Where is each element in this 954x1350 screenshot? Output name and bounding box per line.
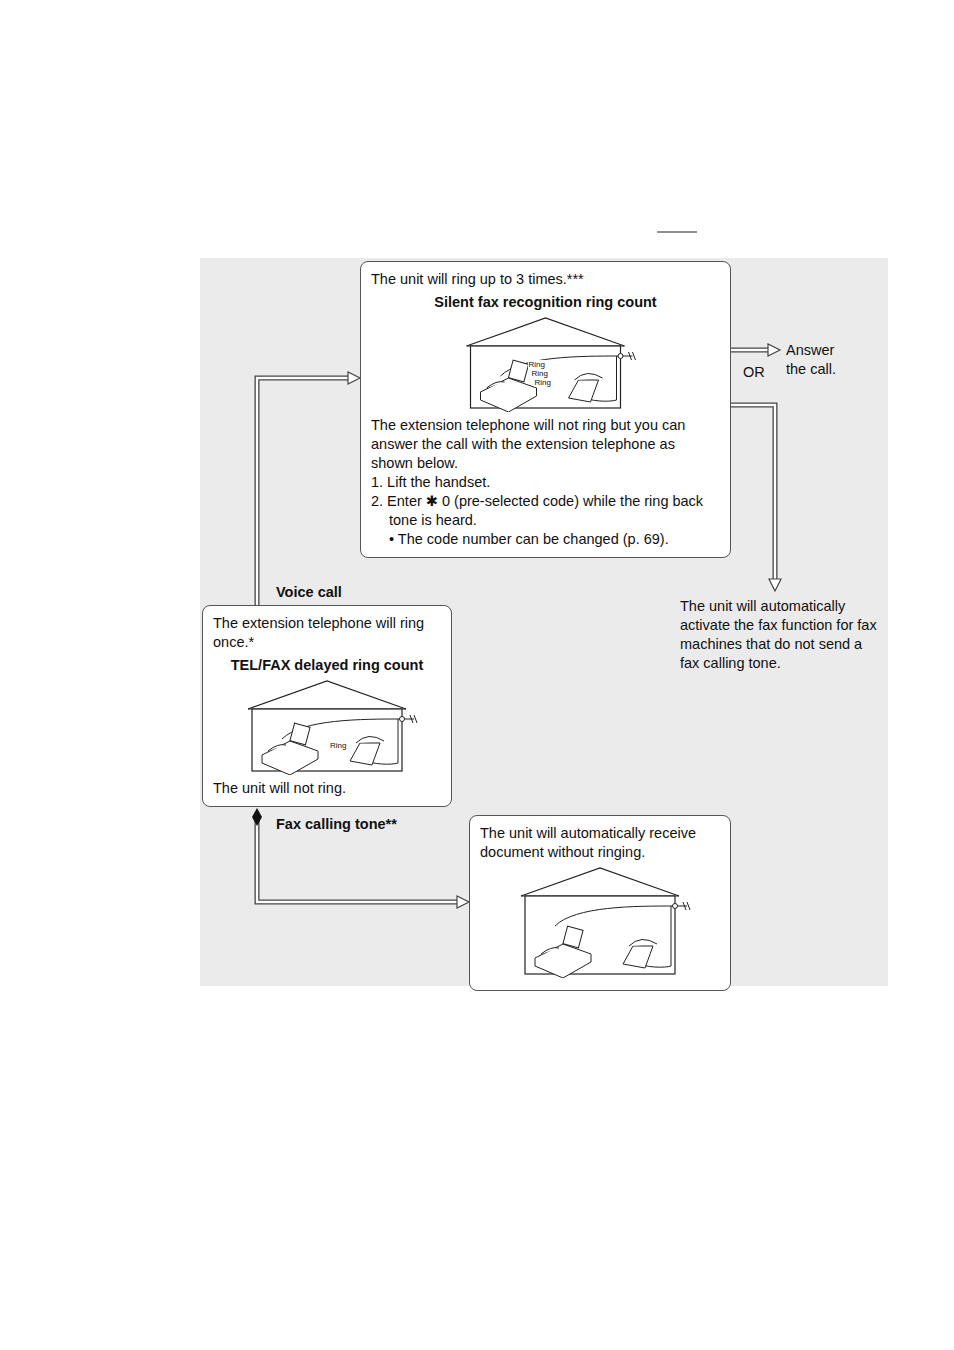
edge-label: Fax calling tone** (274, 815, 399, 833)
wall-jack (618, 354, 623, 359)
flow-arrow (252, 808, 469, 908)
arrow-outline (257, 378, 348, 605)
flow-arrow (731, 344, 780, 356)
ring-sound: Ring (531, 369, 549, 378)
extension-telephone (623, 939, 657, 968)
arrow-head (457, 896, 469, 908)
ring-sound: Ring (534, 378, 552, 387)
house-roof (521, 868, 679, 896)
box-text: The extension telephone will not ring bu… (371, 416, 720, 473)
ring-sound: Ring (528, 360, 546, 369)
house-roof (248, 681, 406, 709)
arrow-core (257, 378, 348, 605)
box-text: 1. Lift the handset. (371, 473, 720, 492)
box-heading: Silent fax recognition ring count (371, 293, 720, 312)
house-illustration: RingRingRing (371, 316, 720, 412)
ring-sound: Ring (329, 741, 347, 750)
rule-mark (657, 231, 697, 232)
house-roof (467, 318, 625, 346)
box-text: The unit will not ring. (213, 779, 441, 798)
house-illustration: Ring (213, 679, 441, 775)
fax-machine (262, 723, 318, 775)
box-text: The unit will ring up to 3 times.*** (371, 270, 720, 289)
wall-jack (400, 717, 405, 722)
wall-jack (673, 904, 678, 909)
box-text: 2. Enter ✱ 0 (pre-selected code) while t… (371, 492, 720, 530)
house-drawing (480, 866, 720, 978)
box-text: • The code number can be changed (p. 69)… (371, 530, 720, 549)
fax-machine (535, 926, 591, 978)
flow-arrow (731, 405, 781, 591)
arrow-outline (731, 405, 775, 579)
box-text: The unit will automatically receive docu… (480, 824, 720, 862)
extension-telephone (569, 373, 603, 402)
box-text: Answer the call. (786, 341, 858, 379)
outcome-text: Answer the call. (786, 341, 858, 379)
extension-telephone (350, 736, 384, 765)
arrow-core (731, 405, 775, 579)
arrow-head (768, 344, 780, 356)
line-break (629, 352, 636, 360)
arrow-head (348, 372, 360, 384)
process-box: The unit will ring up to 3 times.*** Sile… (360, 261, 731, 558)
start-diamond (252, 808, 262, 826)
process-box: The unit will automatically receive docu… (469, 815, 731, 991)
edge-label: Voice call (274, 583, 344, 601)
line-break (683, 902, 690, 910)
house-illustration (480, 866, 720, 978)
box-heading: TEL/FAX delayed ring count (213, 656, 441, 675)
box-text: The extension telephone will ring once.* (213, 614, 441, 652)
arrow-core (731, 349, 768, 351)
arrow-outline (731, 348, 768, 353)
outcome-text: The unit will automatically activate the… (680, 597, 880, 673)
flow-arrow (257, 372, 360, 605)
or-label: OR (741, 363, 767, 381)
arrow-head (769, 579, 781, 591)
box-text: The unit will automatically activate the… (680, 597, 880, 673)
line-break (410, 715, 417, 723)
process-box: The extension telephone will ring once.*… (202, 605, 452, 807)
house-drawing (213, 679, 441, 775)
phone-line (555, 906, 687, 926)
